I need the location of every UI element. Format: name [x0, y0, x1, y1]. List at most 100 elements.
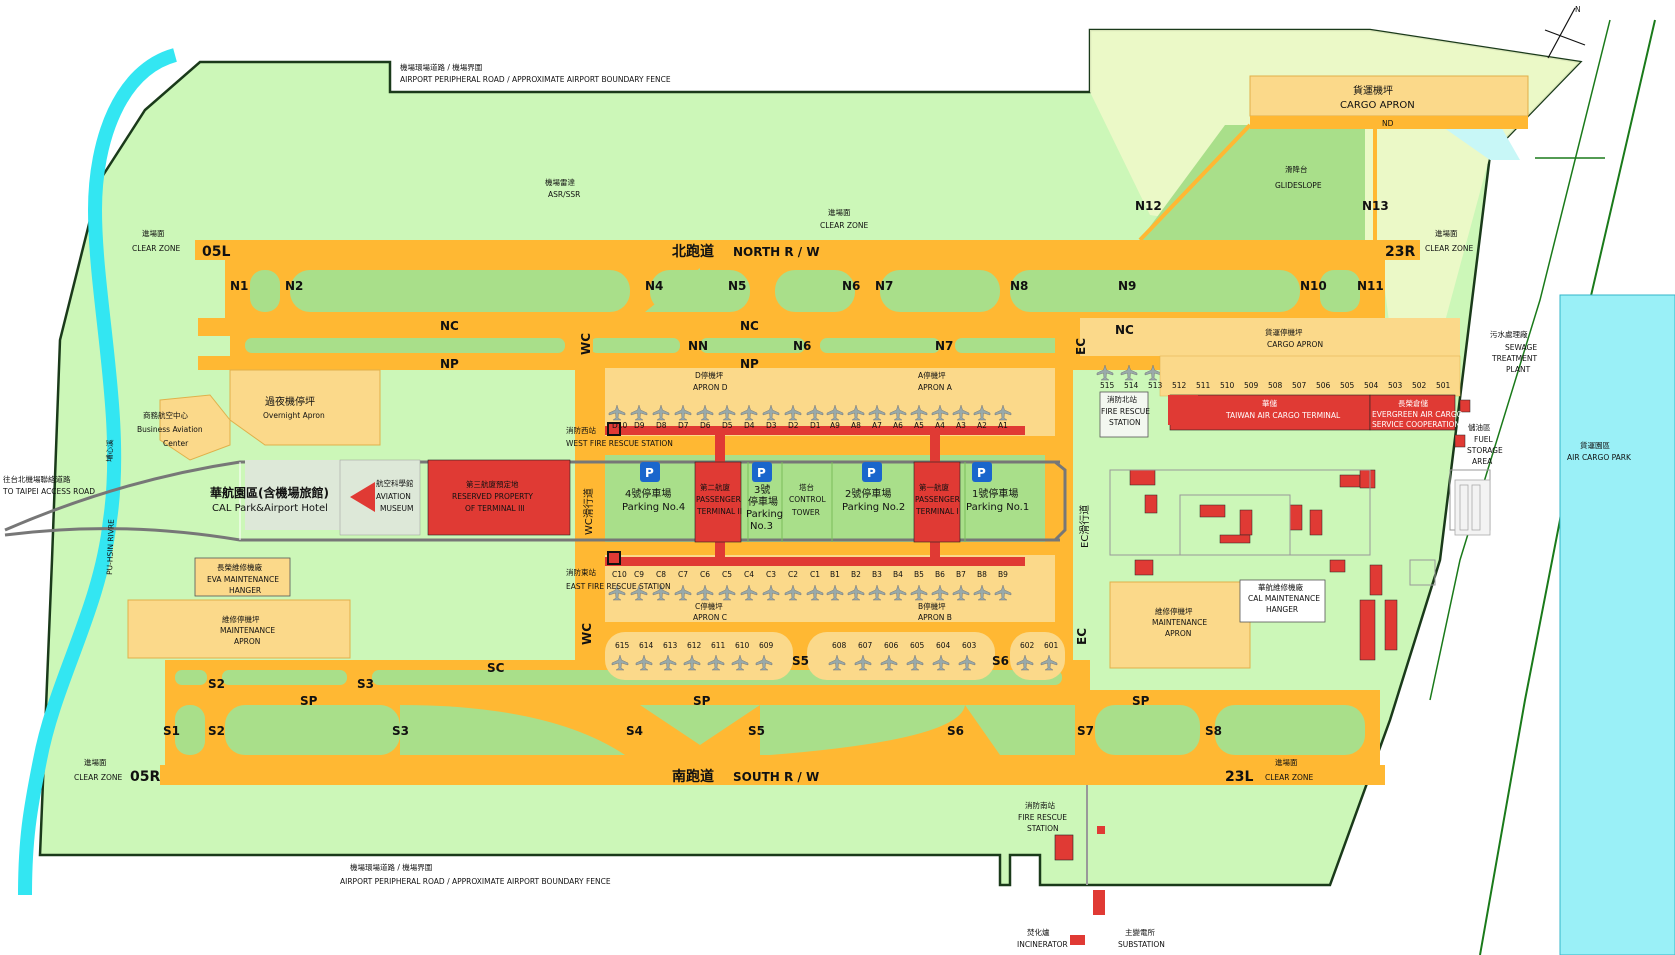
south-runway	[160, 765, 1385, 785]
taxiway-n6-np: N6	[793, 339, 811, 353]
east-maint-apron-zh: 維修停機坪	[1155, 606, 1193, 616]
stand-601: 601	[1044, 641, 1059, 650]
aircraft-icon	[674, 584, 692, 601]
aircraft-icon	[952, 404, 970, 421]
svg-text:P: P	[645, 466, 654, 480]
runway-05l: 05L	[202, 244, 230, 260]
cal-hangar-zh: 華航維修機廠	[1258, 582, 1303, 592]
cargo-stand-514: 514	[1124, 381, 1139, 390]
taxiway-s6-ss: S6	[992, 654, 1009, 668]
gate-d6: D6	[700, 421, 711, 430]
stand-602: 602	[1020, 641, 1035, 650]
aircraft-icon	[652, 404, 670, 421]
aircraft-icon	[847, 404, 865, 421]
taxiway-np-m: NP	[740, 357, 759, 371]
parking3-zh2: 停車場	[748, 495, 778, 508]
taxiway-s5-ss: S5	[792, 654, 809, 668]
museum-marker	[350, 482, 375, 512]
clear-zone-ne-en: CLEAR ZONE	[1425, 244, 1474, 253]
gate-b8: B8	[977, 570, 987, 579]
access-road-en: TO TAIPEI ACCESS ROAD	[2, 487, 95, 496]
aircraft-icon	[868, 404, 886, 421]
clear-zone-ne-zh: 進場面	[1435, 228, 1458, 238]
aircraft-icon	[931, 584, 949, 601]
stand-610: 610	[735, 641, 750, 650]
gate-a5: A5	[914, 421, 924, 430]
west-maintenance-apron	[127, 599, 351, 659]
terminal3-en2: OF TERMINAL III	[465, 504, 525, 513]
south-fire-en2: STATION	[1027, 824, 1059, 833]
aircraft-icon	[932, 654, 950, 671]
glideslope-en: GLIDESLOPE	[1275, 181, 1322, 190]
parking3-zh1: 3號	[754, 483, 770, 496]
gate-b9: B9	[998, 570, 1008, 579]
aviation-museum-zh: 航空科學館	[376, 478, 414, 488]
aircraft-icon	[910, 584, 928, 601]
incinerator-en: INCINERATOR	[1017, 940, 1068, 949]
aircraft-icon	[630, 584, 648, 601]
gate-d4: D4	[744, 421, 755, 430]
terminal2-en2: TERMINAL II	[696, 507, 742, 516]
aircraft-icon	[762, 404, 780, 421]
parking-2-icon	[862, 462, 882, 482]
fuel-en3: AREA	[1472, 457, 1493, 466]
substation-zh: 主變電所	[1125, 927, 1155, 937]
east-fire-en: EAST FIRE RESCUE STATION	[566, 582, 671, 591]
west-maint-apron-en2: APRON	[234, 637, 260, 646]
pier-north	[605, 426, 1025, 435]
gate-d3: D3	[766, 421, 777, 430]
stand-615: 615	[615, 641, 630, 650]
north-runway	[195, 240, 1420, 260]
parking3-en1: Parking	[746, 509, 783, 520]
runway-05r: 05R	[130, 769, 160, 785]
fuel-en2: STORAGE	[1467, 446, 1503, 455]
stand-614: 614	[639, 641, 654, 650]
overnight-apron-en: Overnight Apron	[263, 411, 325, 420]
west-fire-en: WEST FIRE RESCUE STATION	[566, 439, 673, 448]
taxiway-n4: N4	[645, 279, 663, 293]
parking1: P 1號停車場 Parking No.1	[966, 462, 1029, 513]
ec-service-road: EC滑行道	[1078, 505, 1091, 548]
runway-23r: 23R	[1385, 244, 1415, 260]
terminal2-en1: PASSENGER	[696, 495, 741, 504]
taiwan-cargo-en: TAIWAN AIR CARGO TERMINAL	[1225, 411, 1341, 420]
overnight-apron-zh: 過夜機停坪	[265, 395, 315, 408]
aircraft-icon	[854, 654, 872, 671]
apron-b-zh: B停機坪	[918, 601, 946, 611]
boundary-top-zh: 機場環場道路 / 機場界圍	[400, 62, 482, 72]
aircraft-icon	[1096, 364, 1114, 381]
south-fire-station	[1054, 834, 1074, 861]
east-fire-station-marker	[607, 551, 621, 565]
aircraft-icon	[994, 404, 1012, 421]
west-maint-apron-zh: 維修停機坪	[222, 614, 260, 624]
aircraft-icon	[826, 584, 844, 601]
taxiway-n6: N6	[842, 279, 860, 293]
south-fire-zh: 消防南站	[1025, 800, 1055, 810]
taxiway-sc: SC	[487, 661, 505, 675]
east-cargo-apron	[1080, 318, 1460, 356]
stand-612: 612	[687, 641, 702, 650]
gate-d8: D8	[656, 421, 667, 430]
east-maint-apron-en1: MAINTENANCE	[1152, 618, 1207, 627]
north-fire-en2: STATION	[1109, 418, 1141, 427]
taxiway-s4: S4	[626, 724, 643, 738]
aircraft-icon	[635, 654, 653, 671]
gate-d5: D5	[722, 421, 733, 430]
apron-d-a	[605, 368, 1055, 436]
tower-en1: CONTROL	[789, 495, 826, 504]
incinerator	[1070, 935, 1085, 945]
pu-hsin-river	[18, 48, 178, 896]
clear-zone-sw-zh: 進場面	[84, 757, 107, 767]
substation-en: SUBSTATION	[1118, 940, 1165, 949]
gate-b1: B1	[830, 570, 840, 579]
cargo-stand-513: 513	[1148, 381, 1163, 390]
terminal3-zh: 第三航廈預定地	[466, 479, 519, 489]
cal-hangar	[1239, 579, 1326, 623]
gate-a4: A4	[935, 421, 945, 430]
sewage-en2: TREATMENT	[1491, 354, 1537, 363]
gate-c4: C4	[744, 570, 754, 579]
gate-c7: C7	[678, 570, 688, 579]
taiwan-cargo-zh: 華儲	[1262, 398, 1278, 408]
gate-c3: C3	[766, 570, 776, 579]
